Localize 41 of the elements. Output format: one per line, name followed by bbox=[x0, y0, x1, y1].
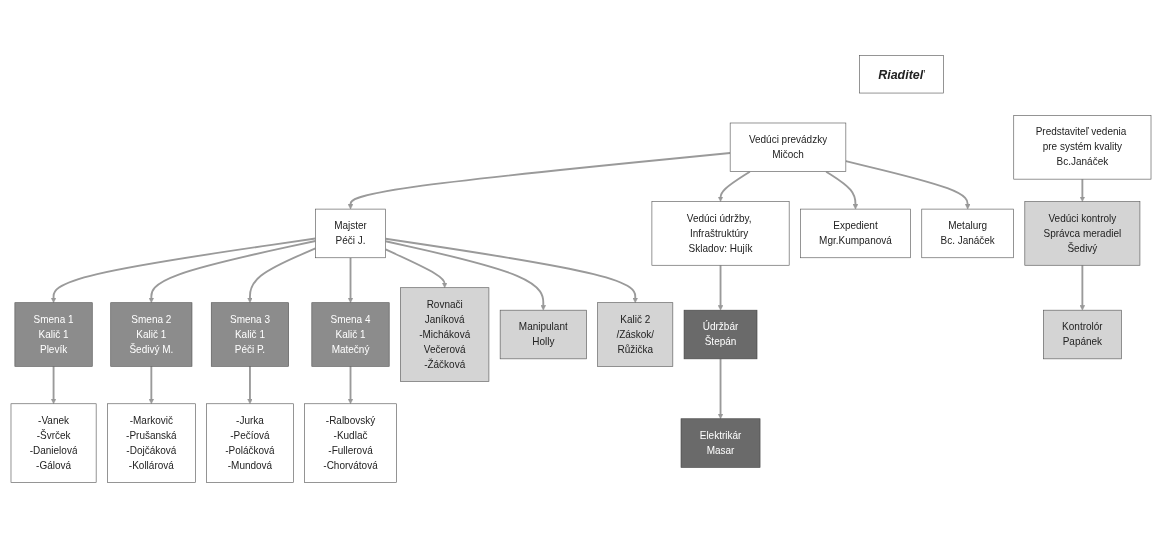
node-box: Majster Péči J. bbox=[314, 208, 386, 258]
node-box: Predstaviteľ vedenia pre systém kvality Bc.Janáček bbox=[1012, 114, 1151, 179]
node-box: Smena 1 Kalič 1 Plevík bbox=[14, 301, 93, 367]
node-box: Smena 2 Kalič 1 Šedivý M. bbox=[109, 301, 192, 367]
arrow bbox=[148, 239, 316, 303]
arrow bbox=[347, 256, 353, 303]
node-box: Manipulant Holly bbox=[499, 309, 587, 359]
node-box: -Markovič -Prušanská -Dojčáková -Kollárová bbox=[106, 402, 196, 483]
arrow bbox=[50, 237, 316, 303]
arrow bbox=[384, 248, 447, 288]
arrow bbox=[717, 357, 723, 419]
arrow bbox=[844, 159, 970, 209]
arrow bbox=[824, 170, 858, 209]
arrow bbox=[246, 247, 316, 303]
node-box: Smena 3 Kalič 1 Péči P. bbox=[210, 301, 289, 367]
arrow bbox=[1079, 177, 1085, 202]
arrow bbox=[347, 151, 731, 209]
node-box: Elektrikár Masar bbox=[680, 417, 760, 468]
node-box: -Jurka -Pečíová -Poláčková -Mundová bbox=[205, 402, 294, 483]
arrow bbox=[384, 239, 546, 310]
node-box: Kalič 2 /Záskok/ Růžička bbox=[596, 301, 673, 367]
arrow bbox=[50, 364, 56, 404]
node-box: Vedúci kontroly Správca meradiel Šedivý bbox=[1024, 200, 1140, 266]
node-box: Vedúci prevádzky Mičoch bbox=[729, 122, 846, 172]
arrow bbox=[246, 364, 253, 404]
node-box: -Ralbovský -Kudlač -Fullerová -Chorvátová bbox=[303, 402, 397, 483]
node-box: Metalurg Bc. Janáček bbox=[920, 208, 1014, 258]
node-box: Riaditeľ bbox=[858, 54, 944, 93]
node-box: -Vanek -Švrček -Danielová -Gálová bbox=[10, 402, 96, 483]
node-box: Kontrolór Papánek bbox=[1042, 309, 1122, 359]
arrow bbox=[717, 170, 751, 202]
arrow bbox=[384, 237, 638, 303]
node-box: Údržbár Štepán bbox=[683, 309, 757, 359]
arrow bbox=[1079, 263, 1085, 310]
node-box: Rovnači Janíková -Micháková Večerová -Žáčková bbox=[399, 286, 489, 382]
arrow bbox=[717, 263, 723, 310]
arrow bbox=[148, 364, 154, 404]
arrow bbox=[347, 364, 353, 404]
node-box: Vedúci údržby, Infraštruktúry Skladov: Hujík bbox=[651, 200, 789, 266]
node-box: Smena 4 Kalič 1 Matečný bbox=[311, 301, 389, 367]
node-box: Expedient Mgr.Kumpanová bbox=[799, 208, 911, 258]
